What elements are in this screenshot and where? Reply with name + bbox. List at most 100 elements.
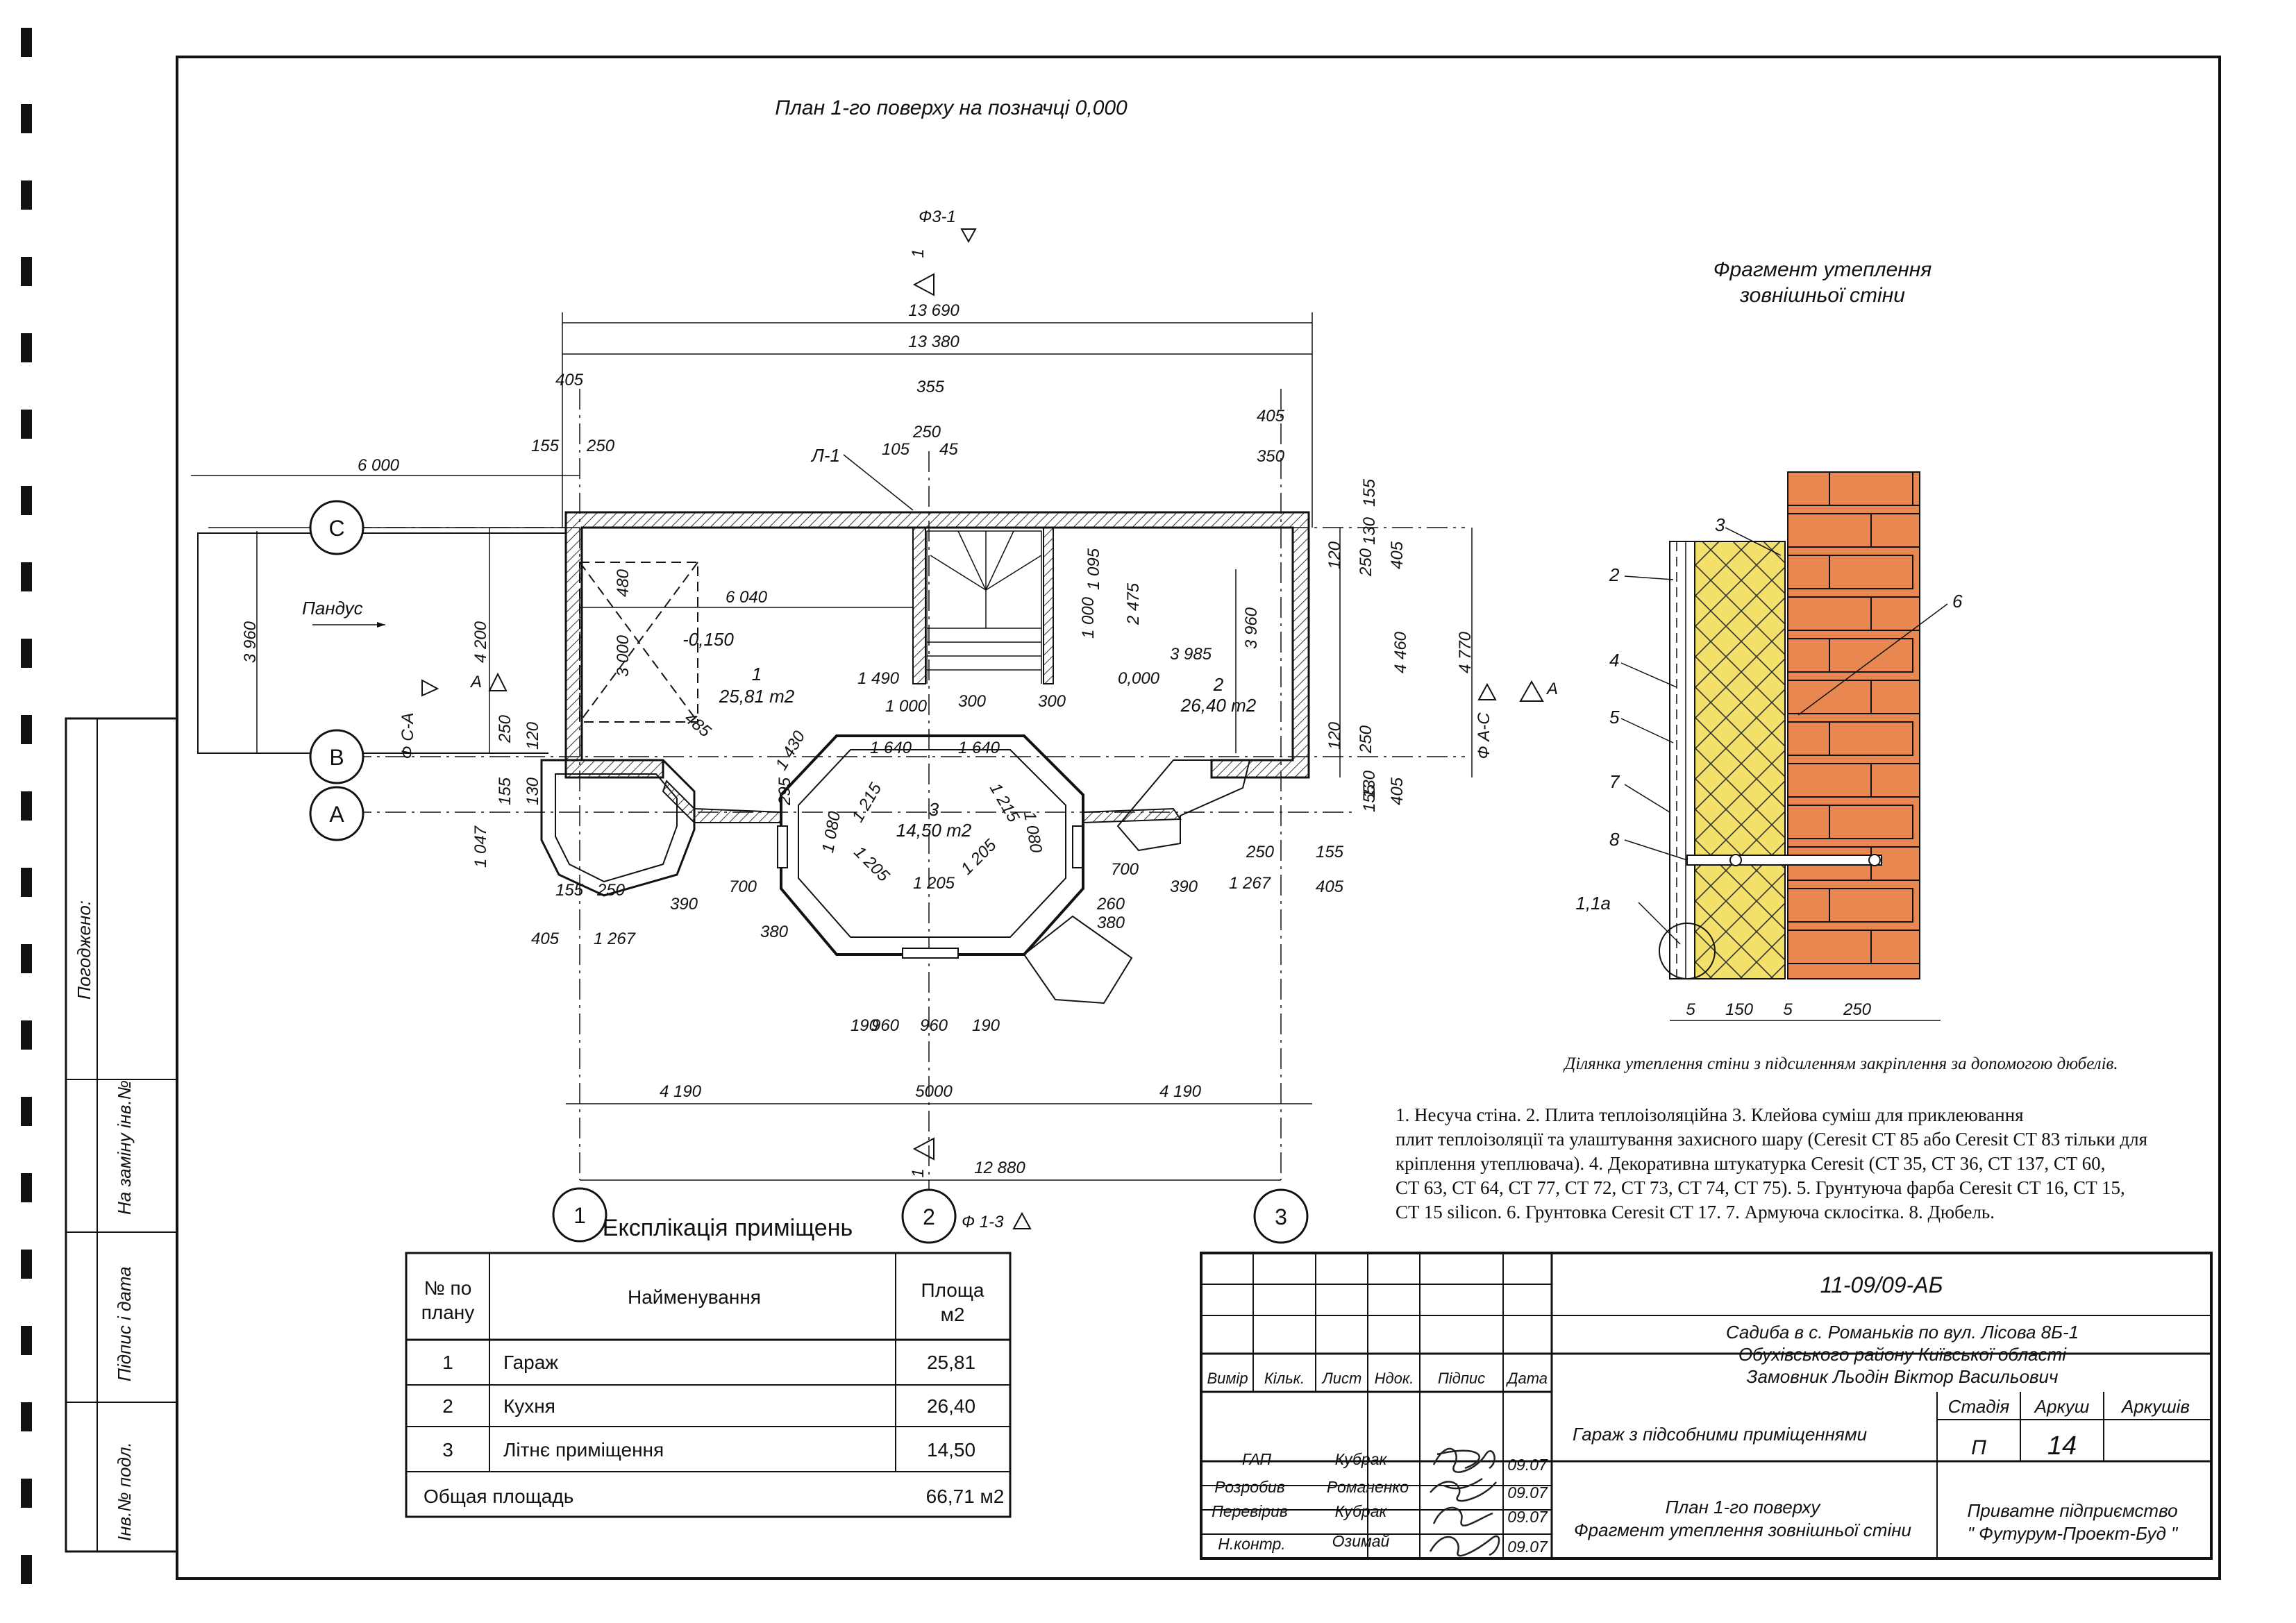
dim-250-v-left: 250 [496, 714, 514, 743]
detail-num-1-1a: 1,1а [1575, 893, 1611, 914]
detail-dim-150: 150 [1725, 1000, 1754, 1019]
dim-4770: 4 770 [1456, 631, 1475, 673]
axis-2-label: 2 [923, 1204, 935, 1229]
tb-sheet-label: Аркуш [2034, 1396, 2090, 1417]
room-2-number: 2 [1213, 674, 1224, 695]
dim-3000: 3 000 [614, 634, 632, 677]
dim-250-right: 250 [1246, 843, 1275, 861]
header-num-1: № по [424, 1277, 472, 1299]
dim-405-top: 405 [555, 371, 584, 389]
room-2-area: 26,40 m2 [1180, 695, 1257, 716]
wall-detail: Фрагмент утеплення зовнішньої стіни [1396, 258, 2147, 1222]
side-sign-date: Підпис і дата [114, 1266, 135, 1381]
dim-250-v-bot: 250 [1357, 725, 1375, 754]
dim-155-v-bot: 155 [1360, 784, 1379, 812]
dim-960-b: 960 [920, 1016, 948, 1035]
tb-col-data: Дата [1505, 1370, 1548, 1387]
header-area-2: м2 [941, 1304, 965, 1325]
room-1-area: 25,81 m2 [719, 686, 795, 707]
axis-a-label: A [329, 802, 344, 827]
dim-1267-right: 1 267 [1229, 874, 1272, 893]
dim-480: 480 [614, 569, 632, 597]
dim-155-right: 155 [1316, 843, 1344, 861]
room-1-number: 1 [752, 664, 762, 684]
dim-300b: 300 [1038, 692, 1066, 711]
detail-num-7: 7 [1609, 771, 1620, 792]
detail-title-1: Фрагмент утеплення [1713, 258, 1932, 281]
side-stamp: Погоджено: На заміну інв.№ Підпис і дата… [65, 717, 178, 1553]
dim-13380: 13 380 [908, 333, 960, 351]
dim-1205: 1 205 [913, 874, 955, 893]
dim-390-right: 390 [1170, 877, 1198, 896]
dim-13690: 13 690 [908, 301, 960, 320]
detail-caption: Ділянка утеплення стіни з підсиленням за… [1563, 1054, 2118, 1073]
dim-1215-left: 1 215 [848, 780, 886, 825]
tb-project-1: Садиба в с. Романьків по вул. Лісова 8Б-… [1726, 1322, 2079, 1343]
dim-405-v-bot: 405 [1388, 777, 1407, 805]
mark-f31: Ф3-1 [919, 208, 956, 226]
dim-130-bot: 130 [1360, 770, 1379, 798]
dim-700-left: 700 [729, 877, 757, 896]
dim-250-v-top: 250 [1357, 548, 1375, 577]
detail-dim-5a: 5 [1686, 1000, 1695, 1019]
tb-date-checker: 09.07 [1507, 1508, 1548, 1526]
dim-1640-left: 1 640 [870, 739, 912, 757]
dim-390-left: 390 [670, 895, 698, 914]
axis-1-bubble [552, 1187, 607, 1243]
dim-1490: 1 490 [857, 669, 900, 688]
table-row-2-name: Кухня [503, 1395, 555, 1417]
dim-4200: 4 200 [471, 621, 490, 663]
insulation-layer [1694, 541, 1786, 979]
detail-num-4: 4 [1609, 650, 1619, 671]
tb-code: 11-09/09-АБ [1820, 1272, 1943, 1297]
tb-col-ndok: Ндок. [1375, 1370, 1414, 1387]
side-replace: На заміну інв.№ [114, 1080, 135, 1215]
header-num-2: плану [421, 1302, 475, 1323]
dim-1205-right: 1 205 [957, 835, 1000, 878]
tb-role-gap: ГАП [1242, 1450, 1272, 1468]
note-line-5: CT 15 silicon. 6. Грунтовка Ceresit CT 1… [1396, 1202, 1995, 1222]
mark-fca: Ф С-А [399, 712, 417, 759]
tb-project-2: Обухівського району Київської області [1738, 1344, 2067, 1365]
dim-12880: 12 880 [974, 1159, 1025, 1177]
dim-130-v-left: 130 [523, 777, 542, 805]
axis-b-bubble [309, 729, 364, 784]
tb-col-lyst: Лист [1321, 1370, 1362, 1387]
mark-a-left: A [469, 673, 482, 691]
tb-name-norm: Озимай [1332, 1532, 1390, 1550]
tb-company-2: " Футурум-Проект-Буд " [1968, 1523, 2179, 1544]
dim-250-stair: 250 [912, 423, 941, 442]
tb-sheet-value: 14 [2047, 1431, 2077, 1461]
explication-table: Експлікація приміщень № по плану Наймену… [405, 1215, 1012, 1518]
side-inv-no: Інв.№ подл. [114, 1442, 135, 1541]
dim-260: 260 [1096, 895, 1125, 914]
dim-300: 300 [958, 692, 987, 711]
plan-title: План 1-го поверху на позначці 0,000 [775, 96, 1128, 119]
tb-company-1: Приватне підприємство [1967, 1500, 2177, 1521]
tb-role-developer: Розробив [1214, 1478, 1285, 1496]
axis-b-label: B [329, 745, 344, 770]
detail-num-5: 5 [1609, 707, 1620, 728]
dowel-icon [1686, 855, 1882, 866]
axis-2-bubble [901, 1188, 957, 1244]
signatures [1429, 1447, 1500, 1557]
dim-3960-left: 3 960 [241, 621, 260, 663]
dim-155-v-top: 155 [1360, 478, 1379, 507]
dim-1215-right: 1 215 [986, 780, 1023, 825]
tb-object: Гараж з підсобними приміщеннями [1573, 1424, 1867, 1445]
tb-role-checker: Перевірив [1212, 1502, 1288, 1520]
table-row-2-area: 26,40 [927, 1395, 975, 1417]
dim-120-bot: 120 [1325, 721, 1344, 750]
dim-350: 350 [1257, 447, 1285, 466]
detail-dim-5b: 5 [1783, 1000, 1793, 1019]
dim-155-lower: 155 [555, 881, 584, 900]
dim-380-right: 380 [1097, 914, 1125, 932]
lintel-mark: Л-1 [810, 445, 840, 466]
dim-6040: 6 040 [726, 588, 768, 607]
dim-405-lower: 405 [531, 930, 560, 948]
table-row-2-num: 2 [442, 1395, 453, 1417]
tb-sheet-title-2: Фрагмент утеплення зовнішньої стіни [1574, 1520, 1911, 1540]
dim-355: 355 [916, 378, 945, 396]
header-area-1: Площа [921, 1279, 984, 1301]
